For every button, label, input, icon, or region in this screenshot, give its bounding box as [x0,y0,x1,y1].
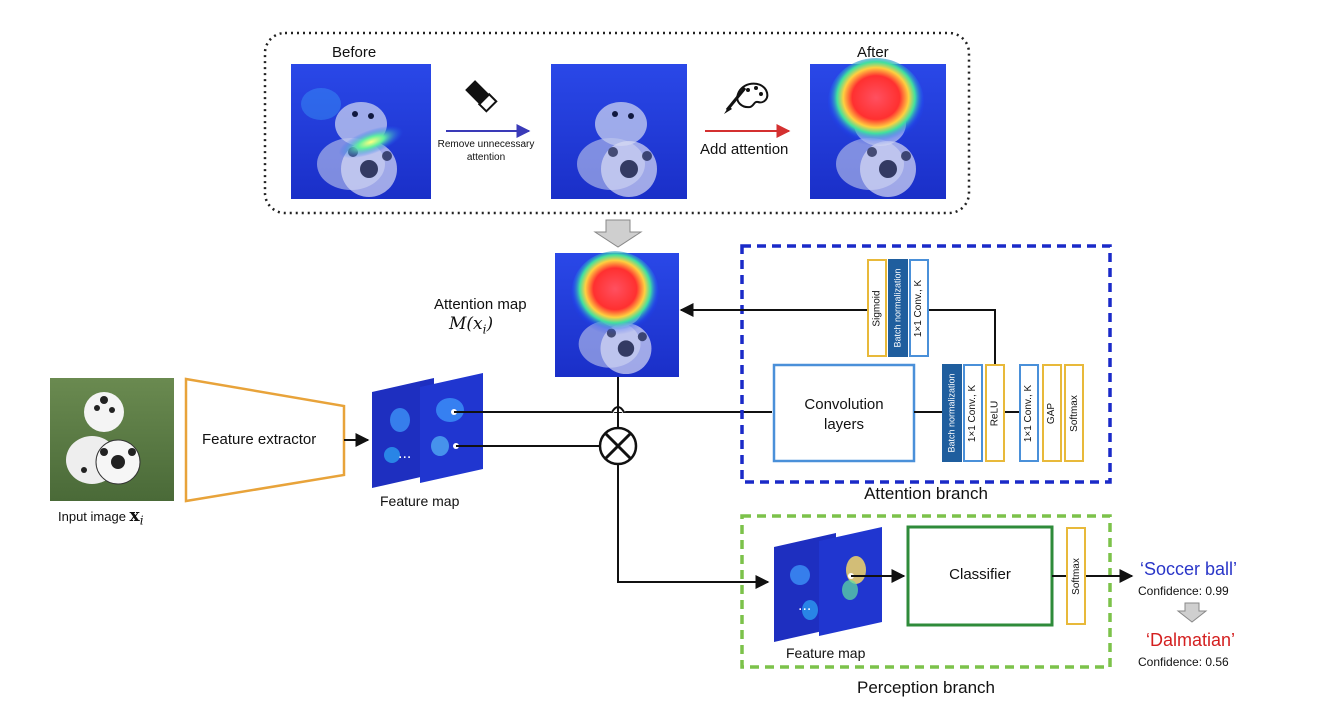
relu-to-attention-stack-line [928,309,996,364]
before-label: Before [332,44,377,61]
sigmoid-block: Sigmoid [867,259,887,357]
perception-branch-border [740,514,1112,669]
relu-block: ReLU [985,364,1005,462]
attention-softmax-block: Softmax [1064,364,1084,462]
convolution-layers-label-2: layers [823,416,864,433]
perception-softmax-block: Softmax [1066,527,1086,625]
output-down-arrow-icon [1176,602,1208,623]
eraser-icon [465,80,498,113]
paint-palette-icon [724,82,769,114]
down-arrow-icon [593,219,643,248]
attention-map-image [555,251,679,377]
after-image [810,58,946,199]
multiply-to-perception-arrow [617,464,770,589]
upper-conv-block: 1×1 Conv., K [909,259,929,357]
attention-branch-border [740,244,1112,484]
multiply-icon [598,426,638,466]
perception-branch-title: Perception branch [857,678,995,697]
top-panel-border [263,31,971,215]
svg-text:...: ... [798,597,811,614]
lower-conv-block-1: 1×1 Conv., K [963,364,983,462]
before-image [291,64,431,199]
remove-attention-label-2: attention [466,152,506,163]
remove-attention-label-1: Remove unnecessary [437,139,535,150]
add-attention-label: Add attention [700,141,789,158]
lower-conv-block-2: 1×1 Conv., K [1019,364,1039,462]
soccer-ball-confidence: Confidence: 0.99 [1138,584,1229,598]
feature-map-1-shape: ... [372,373,483,488]
attention-map-label: Attention map [434,296,527,313]
feature-extractor-label: Feature extractor [202,431,317,448]
convolution-layers-box [772,363,916,463]
input-image-label: Input image xi [58,506,144,528]
feature-map-2-label: Feature map [786,645,866,661]
soccer-ball-output: ‘Soccer ball’ [1140,559,1238,579]
middle-image [551,64,687,199]
attention-map-formula: M(xi) [449,314,494,337]
lower-batch-norm-block: Batch normalization [942,364,962,462]
classifier-label: Classifier [949,566,1011,583]
feature-extractor-shape [184,377,346,503]
input-image [50,378,174,501]
gap-block: GAP [1042,364,1062,462]
attention-branch-title: Attention branch [864,484,988,503]
convolution-layers-label-1: Convolution [804,396,884,413]
svg-text:...: ... [398,445,411,462]
classifier-box [906,525,1054,627]
dalmatian-output: ‘Dalmatian’ [1146,630,1236,650]
feature-map-2-shape: ... [774,527,882,642]
dalmatian-confidence: Confidence: 0.56 [1138,655,1229,669]
after-label: After [857,44,889,61]
feature-map-1-label: Feature map [380,493,460,509]
upper-batch-norm-block: Batch normalization [888,259,908,357]
